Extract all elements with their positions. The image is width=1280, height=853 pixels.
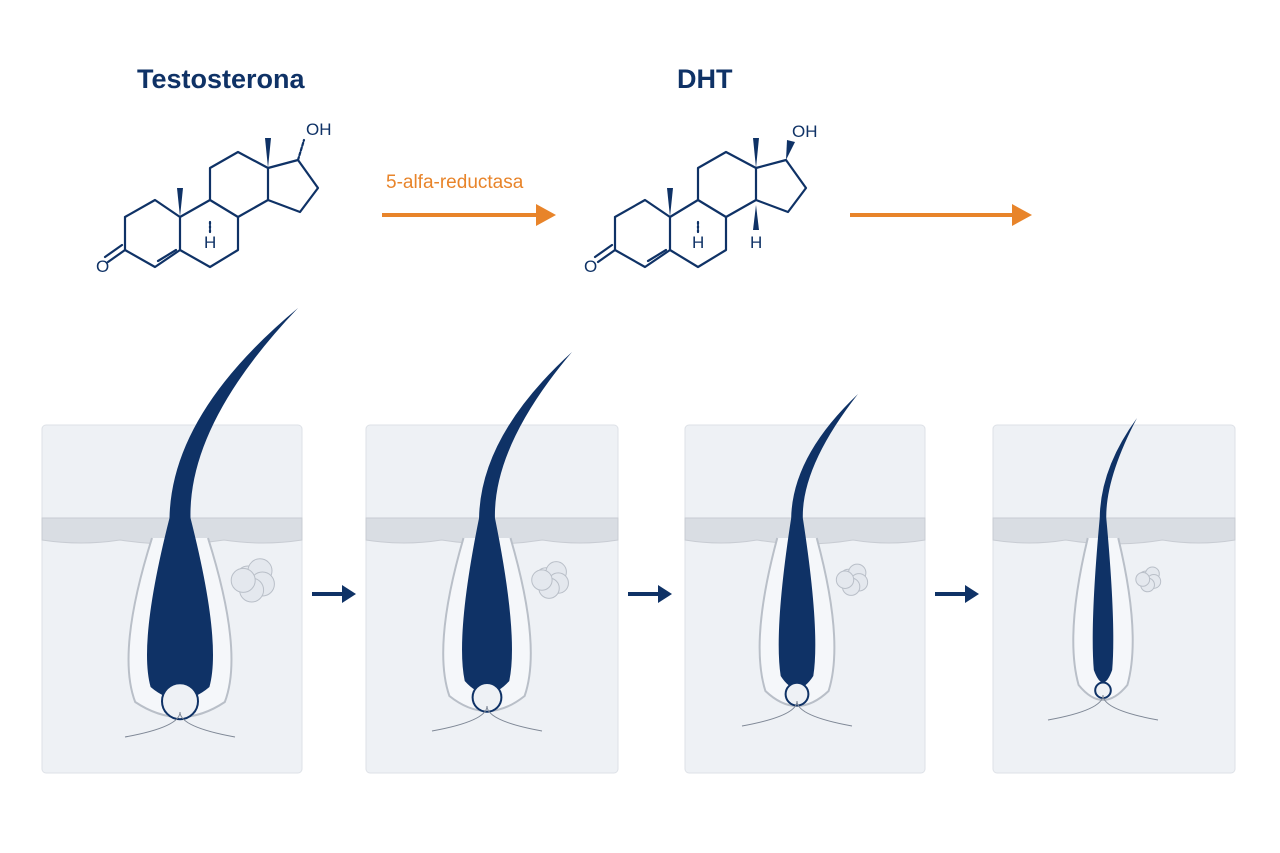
hair-shaft: [778, 394, 858, 689]
testosterone-oxygen: O: [96, 257, 109, 276]
effect-arrow: [850, 204, 1032, 226]
dht-oxygen: O: [584, 257, 597, 276]
testosterone-structure: O OH H: [96, 120, 332, 276]
testosterone-h: H: [204, 233, 216, 252]
dht-oh: OH: [792, 122, 818, 141]
follicle-stage-2: [365, 352, 619, 774]
testosterone-title: Testosterona: [137, 64, 305, 94]
hair-shaft: [147, 308, 298, 700]
sebaceous-gland: [1135, 571, 1151, 587]
sebaceous-gland: [835, 570, 855, 589]
dermal-papilla: [161, 682, 199, 721]
follicle-stage-3: [684, 394, 926, 774]
stage-arrow: [628, 585, 672, 603]
sebaceous-gland: [230, 567, 256, 593]
stage-arrow: [312, 585, 356, 603]
stage-arrow: [935, 585, 979, 603]
nerve-fiber: [124, 711, 236, 738]
dermal-papilla: [1094, 681, 1112, 700]
reaction-arrow: [382, 204, 556, 226]
dermal-papilla: [784, 681, 810, 707]
follicle-stage-4: [992, 418, 1236, 774]
nerve-fiber: [1047, 694, 1159, 721]
dht-title: DHT: [677, 64, 733, 94]
dermal-papilla: [471, 681, 503, 713]
testosterone-oh: OH: [306, 120, 332, 139]
follicle-stage-1: [41, 308, 303, 774]
dht-h-2: H: [750, 233, 762, 252]
nerve-fiber: [431, 705, 543, 732]
enzyme-label: 5-alfa-reductasa: [386, 172, 524, 193]
hair-shaft: [1092, 418, 1137, 683]
sebaceous-gland: [531, 569, 553, 591]
dht-structure: O OH H H: [584, 122, 818, 276]
dht-h-1: H: [692, 233, 704, 252]
nerve-fiber: [741, 700, 853, 727]
hair-shaft: [462, 352, 572, 694]
